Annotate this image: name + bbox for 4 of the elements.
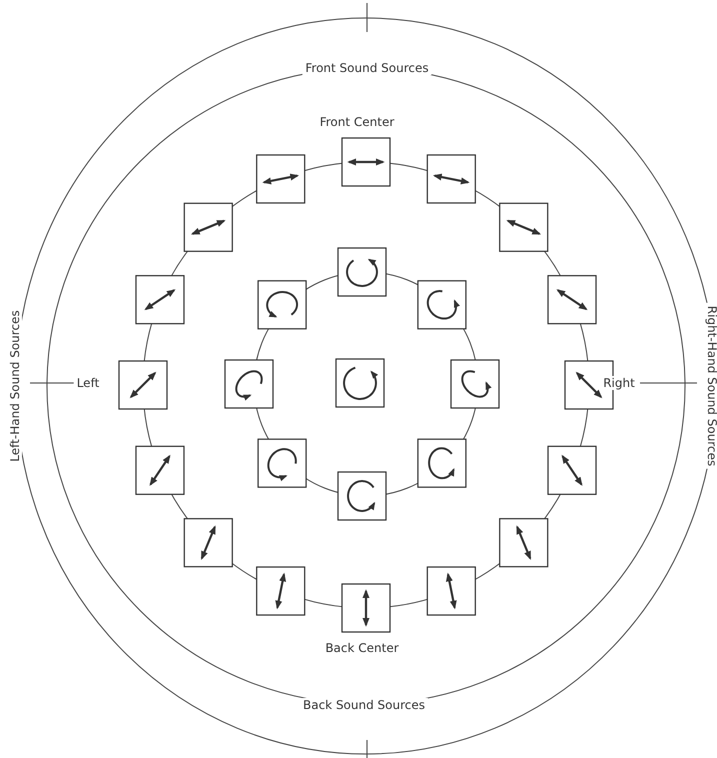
side-label: Right-Hand Sound Sources [705,302,717,470]
position-label: Left [74,376,102,390]
position-label: Front Sound Sources [302,61,432,75]
position-label: Back Sound Sources [300,698,428,712]
